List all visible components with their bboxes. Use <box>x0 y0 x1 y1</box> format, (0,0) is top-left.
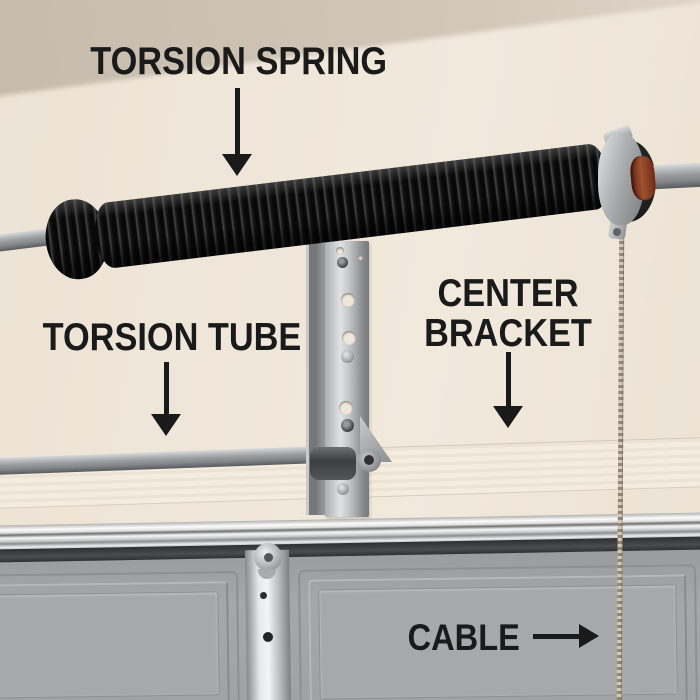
bracket-screw <box>341 350 354 363</box>
torsion-shaft-right-end <box>649 162 700 190</box>
arrow-head <box>493 406 523 428</box>
arrow-head <box>579 624 599 648</box>
bracket-screw <box>337 483 349 495</box>
label-center-bracket: CENTER BRACKET <box>338 274 678 354</box>
label-center-bracket-line2: BRACKET <box>424 312 592 355</box>
hinge-notch <box>258 569 276 579</box>
bracket-hole <box>358 255 363 260</box>
label-cable-text: CABLE <box>407 617 521 658</box>
tube-bushing <box>310 447 356 480</box>
bracket-screw <box>337 257 348 268</box>
label-cable: CABLE <box>294 618 634 658</box>
bracket-hole <box>339 401 353 415</box>
tube-end-hole <box>364 455 374 465</box>
bracket-hole <box>341 293 355 307</box>
hinge-hole <box>260 592 267 599</box>
arrow-down-icon <box>151 362 181 436</box>
label-torsion-spring: TORSION SPRING <box>69 42 409 82</box>
bracket-hole <box>342 331 356 345</box>
arrow-shaft <box>505 352 511 406</box>
door-panel-left <box>0 571 240 700</box>
label-torsion-tube: TORSION TUBE <box>2 318 342 358</box>
bracket-screw <box>341 419 354 432</box>
label-torsion-tube-text: TORSION TUBE <box>42 316 302 359</box>
arrow-shaft <box>163 362 169 414</box>
arrow-down-icon <box>222 88 252 176</box>
hinge-bolt-center <box>264 553 273 562</box>
door-panel-inner <box>0 591 220 699</box>
bracket-hole <box>336 247 344 255</box>
arrow-head <box>222 154 252 176</box>
arrow-head <box>151 414 181 436</box>
arrow-down-icon <box>493 352 523 428</box>
label-center-bracket-line1: CENTER <box>437 272 579 315</box>
hinge-hole <box>263 632 273 642</box>
arrow-shaft <box>533 633 579 639</box>
arrow-right-icon <box>533 624 599 648</box>
arrow-shaft <box>234 88 240 154</box>
label-torsion-spring-text: TORSION SPRING <box>90 40 388 83</box>
cable-tab-screw <box>613 228 621 236</box>
